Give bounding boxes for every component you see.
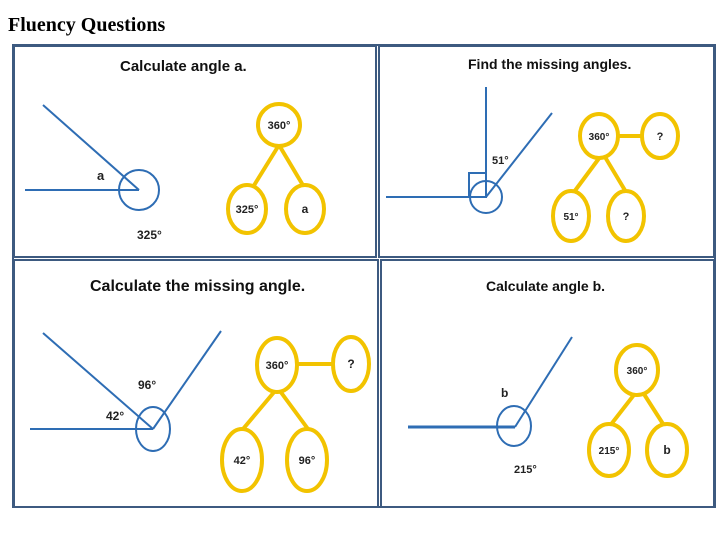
part-whole-circle xyxy=(645,422,689,478)
angle-ray xyxy=(152,330,222,430)
part-whole-circle xyxy=(614,343,660,397)
bar-model-branch xyxy=(251,143,281,189)
diagram-missing-angles: Find the missing angles. 51° 360° ? 51° … xyxy=(386,56,680,243)
panel-heading: Find the missing angles. xyxy=(468,56,631,72)
circle-value: ? xyxy=(657,131,664,143)
bar-model-branch xyxy=(603,155,628,194)
circle-value: 360° xyxy=(589,132,610,143)
part-whole-circle xyxy=(551,189,591,243)
angle-ray xyxy=(485,112,553,198)
circle-value: 215° xyxy=(599,446,620,457)
angle-ray xyxy=(42,332,154,430)
angle-label: b xyxy=(501,386,508,400)
part-whole-circle xyxy=(256,102,302,148)
circle-value: 96° xyxy=(299,455,316,467)
bar-model-branch xyxy=(278,389,310,431)
panel-calculate-angle-b: Calculate angle b. b 215° 360° 215° b xyxy=(380,259,715,508)
part-whole-circle xyxy=(284,183,326,235)
panel-heading: Calculate angle b. xyxy=(486,278,605,294)
angle-marker-circle xyxy=(496,405,532,447)
circle-value: b xyxy=(663,443,670,457)
part-whole-circle xyxy=(640,112,680,160)
part-whole-circle xyxy=(226,183,268,235)
panel-calculate-missing-angle: Calculate the missing angle. 96° 42° 360… xyxy=(13,259,379,508)
bar-model-branch xyxy=(640,389,667,429)
circle-value: 360° xyxy=(627,366,648,377)
circle-value: 325° xyxy=(236,204,259,216)
panel-find-missing-angles: Find the missing angles. 51° 360° ? 51° … xyxy=(378,45,715,258)
bar-model-branch xyxy=(572,155,602,194)
diagram-missing-angle: Calculate the missing angle. 96° 42° 360… xyxy=(30,278,371,493)
circle-value: 42° xyxy=(234,455,251,467)
circle-value: 51° xyxy=(563,212,578,223)
bar-model-branch xyxy=(277,143,306,189)
circle-value: ? xyxy=(347,357,354,371)
circle-value: ? xyxy=(623,211,630,223)
panel-heading: Calculate angle a. xyxy=(120,58,247,75)
angle-label: 96° xyxy=(138,378,156,392)
part-whole-circle xyxy=(285,427,329,493)
angle-marker-circle xyxy=(135,406,171,452)
right-angle-marker xyxy=(468,172,487,198)
panel-calculate-angle-a: Calculate angle a. a 325° 360° 325° a xyxy=(13,45,377,258)
angle-label: 325° xyxy=(137,228,162,242)
page-title: Fluency Questions xyxy=(8,14,166,36)
angle-marker-circle xyxy=(118,169,160,211)
circle-value: a xyxy=(302,202,309,216)
diagram-angle-a: Calculate angle a. a 325° 360° 325° a xyxy=(25,58,326,242)
circle-value: 360° xyxy=(266,360,289,372)
panel-heading: Calculate the missing angle. xyxy=(90,278,305,295)
bar-model-branch xyxy=(607,389,639,429)
part-whole-circle xyxy=(606,189,646,243)
circle-value: 360° xyxy=(268,120,291,132)
part-whole-circle xyxy=(255,336,299,394)
angle-ray xyxy=(42,104,140,191)
part-whole-circle xyxy=(587,422,631,478)
diagram-angle-b: Calculate angle b. b 215° 360° 215° b xyxy=(408,278,689,478)
bar-model-branch xyxy=(241,389,277,431)
part-whole-circle xyxy=(578,112,620,160)
angle-ray xyxy=(514,336,573,428)
angle-label: a xyxy=(97,168,105,183)
part-whole-circle xyxy=(331,335,371,393)
angle-label: 51° xyxy=(492,155,509,167)
part-whole-circle xyxy=(220,427,264,493)
angle-marker-circle xyxy=(469,180,503,214)
angle-label: 42° xyxy=(106,409,124,423)
angle-label: 215° xyxy=(514,464,537,476)
